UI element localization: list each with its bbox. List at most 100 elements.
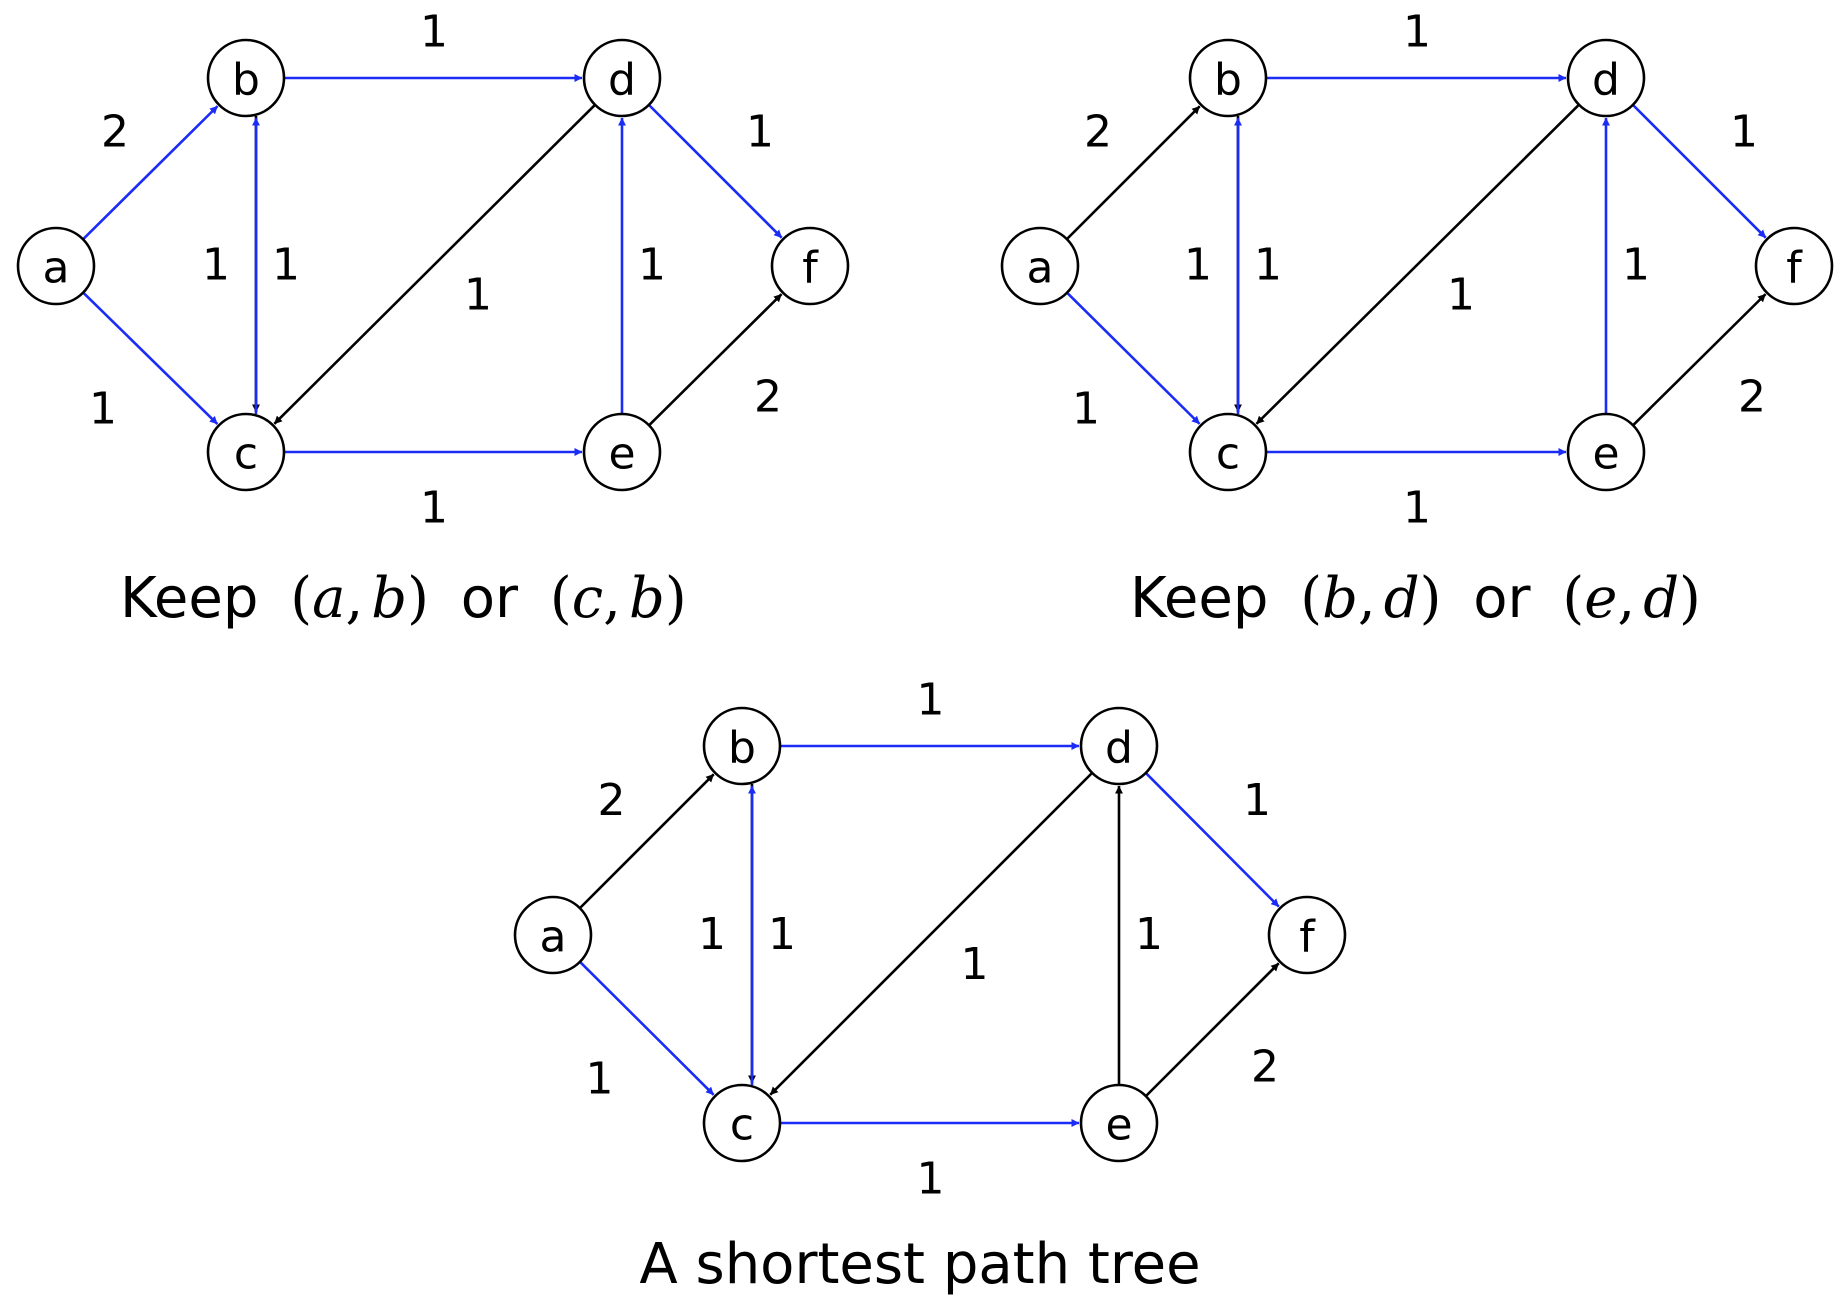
node-d bbox=[1079, 706, 1159, 786]
caption-close-paren: ) bbox=[407, 566, 429, 631]
caption-open-paren: ( bbox=[290, 566, 312, 631]
edge-a-b bbox=[1065, 105, 1201, 241]
edge-weight-label: 1 bbox=[1730, 107, 1758, 158]
node-a bbox=[16, 226, 96, 306]
panel-caption: Keep (b,d) or (e,d) bbox=[1130, 566, 1701, 631]
edge-d-c bbox=[273, 103, 596, 425]
node-label-b: b bbox=[728, 723, 756, 774]
edge-d-c bbox=[769, 771, 1094, 1096]
edge-weight-label: 1 bbox=[768, 909, 796, 960]
node-label-a: a bbox=[540, 912, 567, 963]
node-a bbox=[513, 895, 593, 975]
edge-weight-label: 1 bbox=[420, 483, 448, 534]
node-label-d: d bbox=[1592, 55, 1620, 106]
node-b bbox=[702, 706, 782, 786]
edge-d-f-highlighted bbox=[1631, 103, 1767, 239]
caption-close-paren: ) bbox=[665, 566, 687, 631]
edge-weight-label: 2 bbox=[598, 775, 626, 826]
node-label-e: e bbox=[608, 429, 635, 480]
edge-weight-label: 1 bbox=[1447, 270, 1475, 321]
caption-word: Keep bbox=[1130, 566, 1268, 631]
node-label-e: e bbox=[1105, 1100, 1132, 1151]
node-label-e: e bbox=[1592, 429, 1619, 480]
edge-a-c-highlighted bbox=[82, 291, 219, 425]
edge-d-c bbox=[1255, 103, 1580, 425]
edge-weight-label: 1 bbox=[1403, 7, 1431, 58]
caption-close-paren: ) bbox=[1420, 566, 1442, 631]
node-e bbox=[1566, 412, 1646, 492]
edge-weight-label: 1 bbox=[1135, 909, 1163, 960]
node-label-c: c bbox=[1216, 429, 1240, 480]
edge-weight-label: 1 bbox=[464, 270, 492, 321]
node-label-a: a bbox=[43, 243, 70, 294]
node-label-c: c bbox=[234, 429, 258, 480]
edge-weight-label: 1 bbox=[89, 384, 117, 435]
caption-comma: , bbox=[1358, 566, 1376, 631]
caption-open-paren: ( bbox=[550, 566, 572, 631]
edge-weight-label: 1 bbox=[1243, 775, 1271, 826]
caption-comma: , bbox=[345, 566, 363, 631]
edge-e-f bbox=[1144, 962, 1280, 1098]
node-c bbox=[206, 412, 286, 492]
edge-weight-label: 2 bbox=[1738, 372, 1766, 423]
caption-node: d bbox=[1384, 566, 1420, 631]
edge-weight-label: 2 bbox=[1084, 107, 1112, 158]
edge-a-b-highlighted bbox=[82, 105, 219, 241]
caption-close-paren: ) bbox=[1679, 566, 1701, 631]
edge-d-f-highlighted bbox=[1144, 772, 1280, 908]
node-b bbox=[206, 38, 286, 118]
node-e bbox=[1079, 1083, 1159, 1163]
edge-a-c-highlighted bbox=[579, 960, 715, 1096]
edge-weight-label: 1 bbox=[1254, 240, 1282, 291]
edge-weight-label: 1 bbox=[917, 675, 945, 726]
edge-weight-label: 1 bbox=[961, 939, 989, 990]
caption-open-paren: ( bbox=[1562, 566, 1584, 631]
node-label-f: f bbox=[1786, 243, 1803, 294]
node-f bbox=[770, 226, 850, 306]
caption-node: b bbox=[629, 566, 665, 631]
edge-weight-label: 1 bbox=[586, 1054, 614, 1105]
caption-node: c bbox=[572, 566, 603, 631]
caption-word: Keep bbox=[120, 566, 258, 631]
node-b bbox=[1188, 38, 1268, 118]
node-e bbox=[582, 412, 662, 492]
caption-node: b bbox=[1322, 566, 1358, 631]
node-a bbox=[1000, 226, 1080, 306]
caption-or: or bbox=[1473, 566, 1531, 631]
edge-weight-label: 1 bbox=[746, 107, 774, 158]
edge-weight-label: 2 bbox=[1251, 1042, 1279, 1093]
caption-node: b bbox=[371, 566, 407, 631]
edge-e-f bbox=[648, 293, 783, 427]
edge-weight-label: 2 bbox=[101, 107, 129, 158]
edge-weight-label: 1 bbox=[698, 909, 726, 960]
node-d bbox=[582, 38, 662, 118]
edge-weight-label: 1 bbox=[1184, 240, 1212, 291]
caption-comma: , bbox=[603, 566, 621, 631]
node-label-d: d bbox=[608, 55, 636, 106]
panel-caption: Keep (a,b) or (c,b) bbox=[120, 566, 687, 631]
node-label-f: f bbox=[802, 243, 819, 294]
edge-weight-label: 1 bbox=[420, 7, 448, 58]
caption-node: a bbox=[312, 566, 345, 631]
edge-a-b bbox=[578, 773, 715, 910]
edge-weight-label: 1 bbox=[638, 240, 666, 291]
node-label-a: a bbox=[1027, 243, 1054, 294]
node-label-b: b bbox=[232, 55, 260, 106]
edge-weight-label: 1 bbox=[272, 240, 300, 291]
edge-weight-label: 2 bbox=[754, 372, 782, 423]
node-f bbox=[1754, 226, 1834, 306]
edge-weight-label: 1 bbox=[1403, 483, 1431, 534]
edge-e-f bbox=[1632, 293, 1767, 427]
nodes-group: a b c d e f bbox=[16, 38, 850, 492]
node-label-d: d bbox=[1105, 723, 1133, 774]
node-label-c: c bbox=[730, 1100, 754, 1151]
edge-weight-label: 1 bbox=[202, 240, 230, 291]
caption-node: e bbox=[1584, 566, 1617, 631]
